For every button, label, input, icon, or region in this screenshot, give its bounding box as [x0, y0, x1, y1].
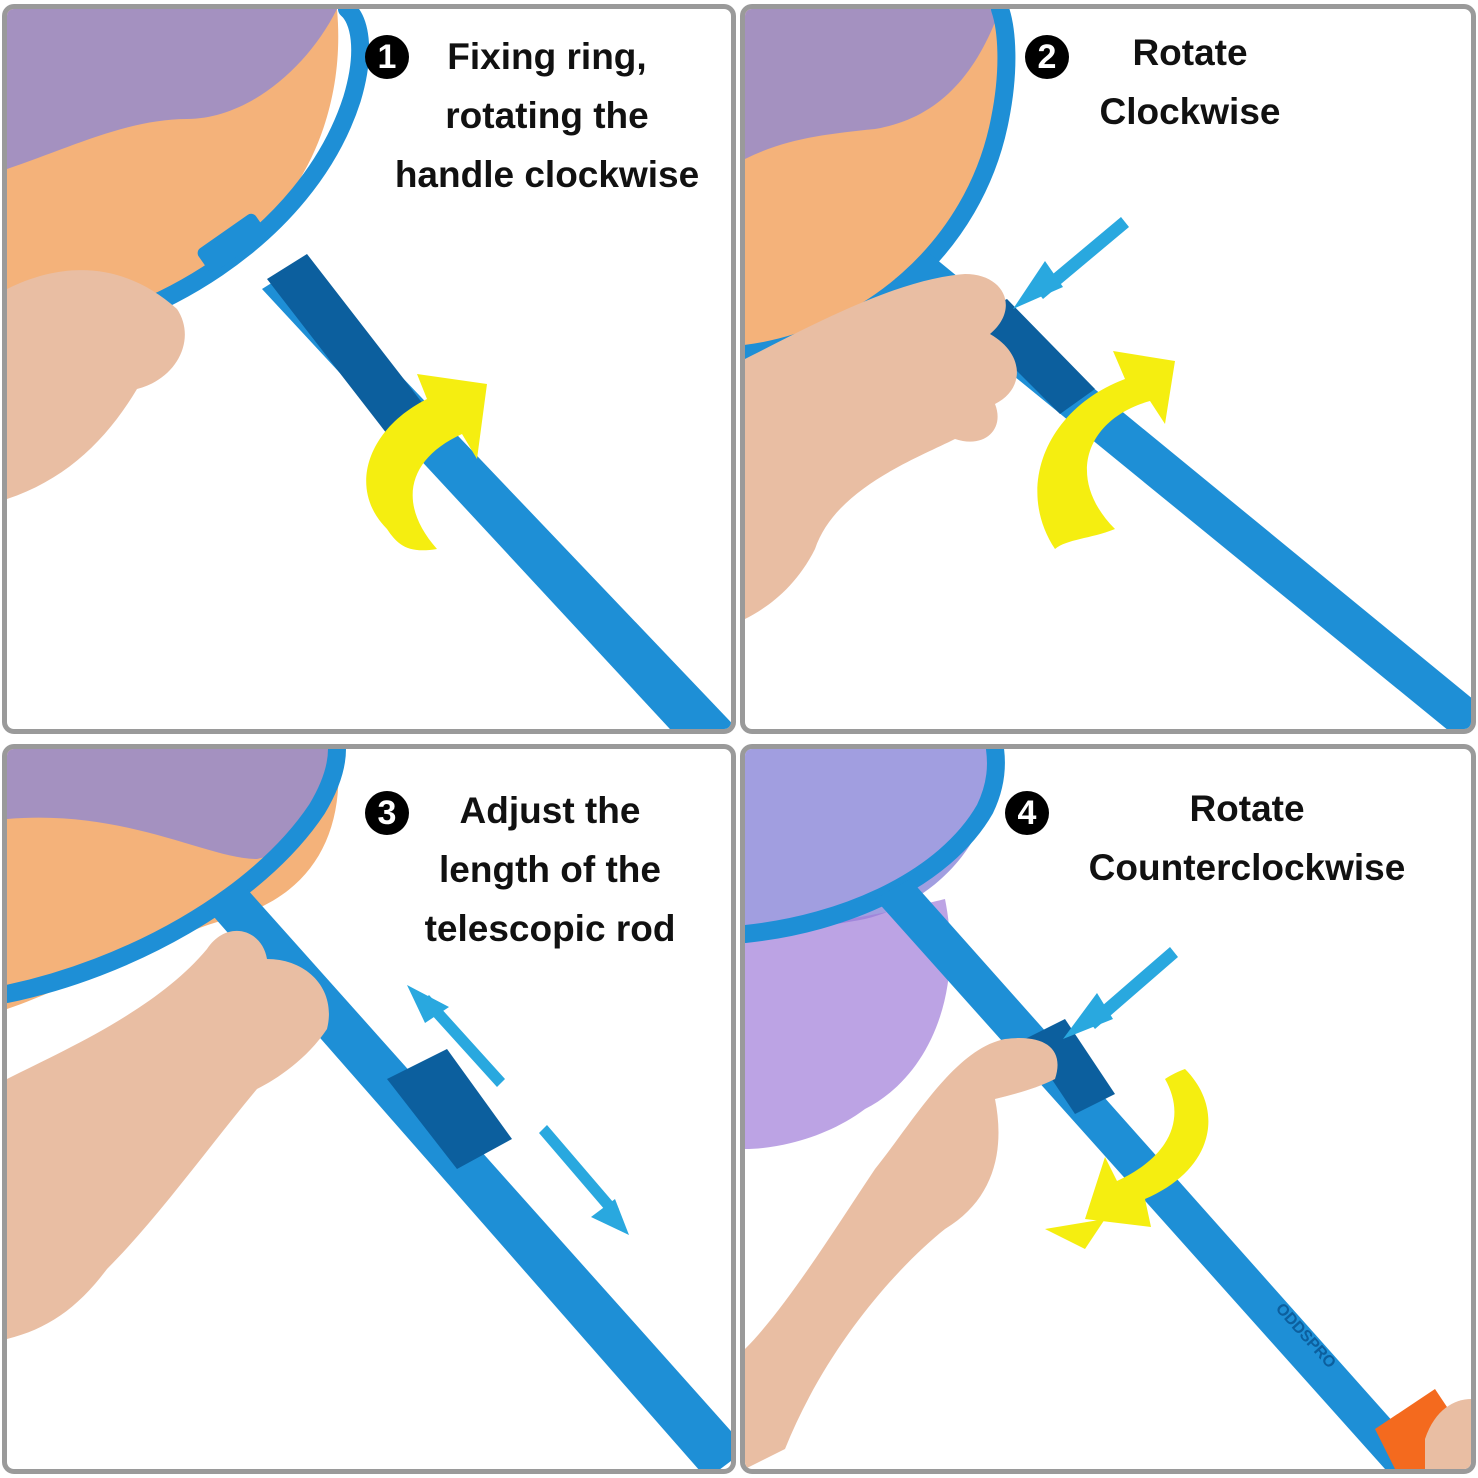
- step-2-caption: Rotate Clockwise: [1075, 23, 1305, 141]
- step-4-caption: Rotate Counterclockwise: [1067, 779, 1427, 897]
- direction-arrow-shaft: [1035, 217, 1129, 299]
- retract-arrow-shaft: [539, 1125, 619, 1217]
- caption-line: Counterclockwise: [1088, 847, 1406, 888]
- rod-fixing-ring: [1025, 1019, 1115, 1114]
- step-2-illustration: [745, 9, 1471, 729]
- caption-line: Rotate: [1132, 32, 1248, 73]
- hand: [7, 270, 185, 499]
- step-number-badge: 1: [365, 35, 409, 79]
- caption-line: Adjust the: [459, 790, 641, 831]
- counterclockwise-arrow-tip: [1045, 1219, 1105, 1249]
- rod-adjust-ring: [387, 1049, 512, 1169]
- step-number-badge: 4: [1005, 791, 1049, 835]
- hand: [745, 274, 1017, 619]
- caption-line: Rotate: [1189, 788, 1305, 829]
- hand: [7, 930, 329, 1339]
- caption-line: rotating the: [445, 95, 649, 136]
- extend-arrow-head: [407, 985, 449, 1023]
- step-1-illustration: [7, 9, 731, 729]
- step-3-caption: Adjust the length of the telescopic rod: [405, 781, 695, 958]
- clockwise-arrow: [366, 374, 487, 551]
- caption-line: handle clockwise: [394, 154, 700, 195]
- clockwise-arrow: [1037, 351, 1175, 549]
- step-3-panel: 3 Adjust the length of the telescopic ro…: [2, 744, 736, 1474]
- second-hand: [1425, 1399, 1471, 1469]
- net-mesh: [7, 9, 337, 169]
- direction-arrow-head: [1063, 993, 1113, 1039]
- retract-arrow-head: [591, 1199, 629, 1235]
- step-2-panel: 2 Rotate Clockwise: [740, 4, 1476, 734]
- step-3-illustration: [7, 749, 731, 1469]
- step-1-caption: Fixing ring, rotating the handle clockwi…: [367, 27, 727, 204]
- caption-line: length of the: [439, 849, 661, 890]
- step-number-badge: 3: [365, 791, 409, 835]
- step-4-illustration: ODDSPRO: [745, 749, 1471, 1469]
- rod-fixing-ring: [965, 299, 1095, 414]
- caption-line: Clockwise: [1099, 91, 1281, 132]
- net-mesh: [745, 9, 1000, 159]
- direction-arrow-head: [1013, 261, 1063, 309]
- net-mesh: [745, 899, 951, 1149]
- rod-fixing-ring: [267, 254, 427, 434]
- direction-arrow-shaft: [1087, 947, 1178, 1029]
- step-4-panel: ODDSPRO 4 Rotate Counterclockwise: [740, 744, 1476, 1474]
- caption-line: Fixing ring,: [447, 36, 647, 77]
- caption-line: telescopic rod: [424, 908, 676, 949]
- extend-arrow-shaft: [421, 995, 505, 1087]
- hoop-connector: [197, 213, 267, 273]
- step-number-badge: 2: [1025, 35, 1069, 79]
- counterclockwise-arrow: [1085, 1069, 1209, 1227]
- step-1-panel: 1 Fixing ring, rotating the handle clock…: [2, 4, 736, 734]
- net-hoop: [745, 749, 1005, 943]
- net: [745, 749, 996, 929]
- telescopic-rod: [207, 889, 731, 1469]
- net-hoop: [7, 749, 346, 1003]
- hand: [745, 1038, 1058, 1469]
- net-mesh: [7, 749, 337, 859]
